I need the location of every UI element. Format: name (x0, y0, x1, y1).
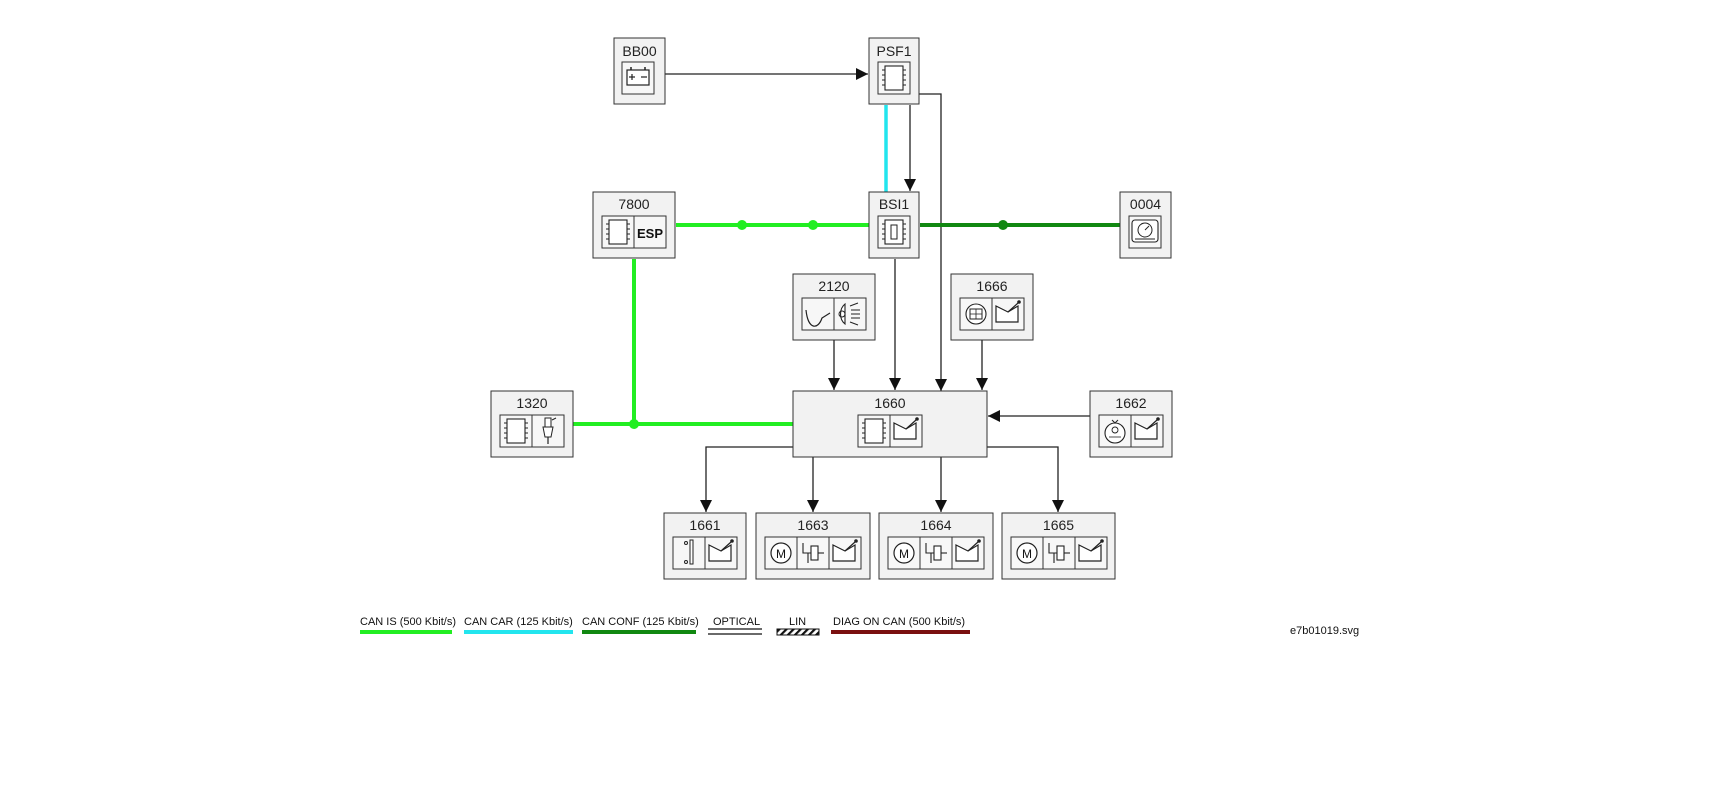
node-label: 1320 (516, 395, 547, 411)
node-label: 1662 (1115, 395, 1146, 411)
node-1660[interactable]: 1660 (792, 390, 988, 458)
node-label: 1663 (797, 517, 828, 533)
legend-item-can-is: CAN IS (500 Kbit/s) (360, 616, 456, 634)
motor-icon: M (764, 536, 798, 570)
esp-icon: ESP (633, 215, 667, 249)
ecu-chip-icon (499, 414, 533, 448)
legend-swatch (776, 628, 820, 636)
legend-label: LIN (789, 616, 806, 628)
node-1665[interactable]: 1665 M (1001, 512, 1116, 580)
legend: CAN IS (500 Kbit/s) CAN CAR (125 Kbit/s)… (360, 616, 970, 636)
node-label: 1666 (976, 278, 1007, 294)
node-1320[interactable]: 1320 (490, 390, 574, 458)
node-PSF1[interactable]: PSF1 (868, 37, 920, 105)
actuator-icon (1042, 536, 1076, 570)
can-conf-junction (998, 220, 1008, 230)
node-label: PSF1 (876, 43, 911, 59)
node-1664[interactable]: 1664 M (878, 512, 994, 580)
ecu-chip-icon (877, 61, 911, 95)
actuator-icon (919, 536, 953, 570)
headlamp-beam-icon (1074, 536, 1108, 570)
node-label: 1664 (920, 517, 951, 533)
fuse-box-icon (877, 215, 911, 249)
height-sensor-icon (1098, 414, 1132, 448)
legend-label: OPTICAL (713, 616, 760, 628)
legend-item-can-car: CAN CAR (125 Kbit/s) (464, 616, 573, 634)
node-1663[interactable]: 1663 M (755, 512, 871, 580)
node-2120[interactable]: 2120 (792, 273, 876, 341)
instrument-cluster-icon (1128, 215, 1162, 249)
node-label: 7800 (618, 196, 649, 212)
legend-label: CAN IS (500 Kbit/s) (360, 616, 456, 628)
switch-icon (672, 536, 706, 570)
wire-1660-1661 (700, 446, 793, 512)
legend-item-optical: OPTICAL (708, 616, 762, 635)
injector-icon (531, 414, 565, 448)
can-is-junction-3 (629, 419, 639, 429)
file-name: e7b01019.svg (1290, 625, 1359, 637)
headlamp-beam-icon (1130, 414, 1164, 448)
headlamp-beam-icon (991, 297, 1025, 331)
svg-text:M: M (899, 547, 909, 561)
motor-icon: M (887, 536, 921, 570)
headlamp-beam-icon (889, 414, 923, 448)
wire-1660-1665 (987, 446, 1064, 512)
node-label: 1660 (874, 395, 905, 411)
legend-label: CAN CONF (125 Kbit/s) (582, 616, 699, 628)
headlamp-beam-icon (951, 536, 985, 570)
node-label: 1661 (689, 517, 720, 533)
can-is-junction-1 (737, 220, 747, 230)
node-BSI1[interactable]: BSI1 (868, 191, 920, 259)
node-label: 2120 (818, 278, 849, 294)
steering-column-icon (801, 297, 835, 331)
node-1662[interactable]: 1662 (1089, 390, 1173, 458)
ecu-chip-icon (857, 414, 891, 448)
node-1666[interactable]: 1666 (950, 273, 1034, 341)
sensor-icon (959, 297, 993, 331)
legend-item-diag: DIAG ON CAN (500 Kbit/s) (831, 616, 970, 634)
wire-psf1-1660 (919, 93, 947, 391)
node-BB00[interactable]: BB00 (613, 37, 666, 105)
node-label: 0004 (1130, 196, 1161, 212)
node-label: 1665 (1043, 517, 1074, 533)
headlamp-beam-icon (704, 536, 738, 570)
actuator-icon (796, 536, 830, 570)
esp-label: ESP (637, 226, 663, 241)
node-label: BB00 (622, 43, 656, 59)
legend-label: CAN CAR (125 Kbit/s) (464, 616, 573, 628)
motor-icon: M (1010, 536, 1044, 570)
can-is-junction-2 (808, 220, 818, 230)
node-label: BSI1 (879, 196, 910, 212)
svg-text:M: M (776, 547, 786, 561)
legend-item-lin: LIN (776, 616, 820, 636)
node-1661[interactable]: 1661 (663, 512, 747, 580)
battery-icon (621, 61, 655, 95)
headlamp-icon (833, 297, 867, 331)
headlamp-beam-icon (828, 536, 862, 570)
legend-label: DIAG ON CAN (500 Kbit/s) (833, 616, 965, 628)
node-7800[interactable]: 7800 ESP (592, 191, 676, 259)
ecu-chip-icon (601, 215, 635, 249)
node-0004[interactable]: 0004 (1119, 191, 1172, 259)
svg-text:M: M (1022, 547, 1032, 561)
legend-item-can-conf: CAN CONF (125 Kbit/s) (582, 616, 699, 634)
connections (573, 68, 1120, 512)
